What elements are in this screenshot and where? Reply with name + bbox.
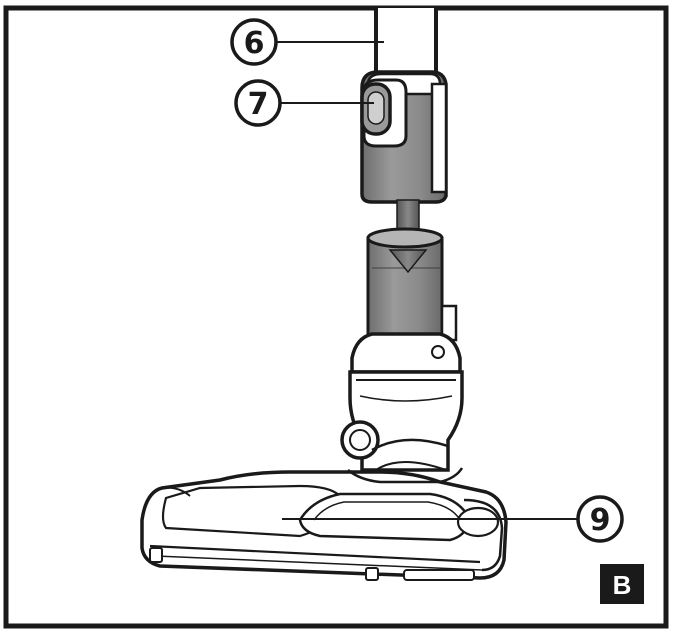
panel-badge: B — [600, 564, 644, 604]
callout-7-label: 7 — [248, 87, 269, 122]
floor-head — [140, 467, 508, 581]
release-button — [360, 82, 392, 136]
callout-9: 9 — [576, 495, 624, 543]
callout-9-label: 9 — [590, 503, 611, 538]
swivel-joint — [340, 332, 464, 472]
panel-badge-label: B — [613, 570, 632, 600]
callout-7: 7 — [234, 79, 282, 127]
arrow-head — [388, 249, 428, 274]
callout-6: 6 — [230, 18, 278, 66]
floor-head-neck-tube — [366, 227, 458, 342]
callout-6-label: 6 — [244, 26, 265, 61]
